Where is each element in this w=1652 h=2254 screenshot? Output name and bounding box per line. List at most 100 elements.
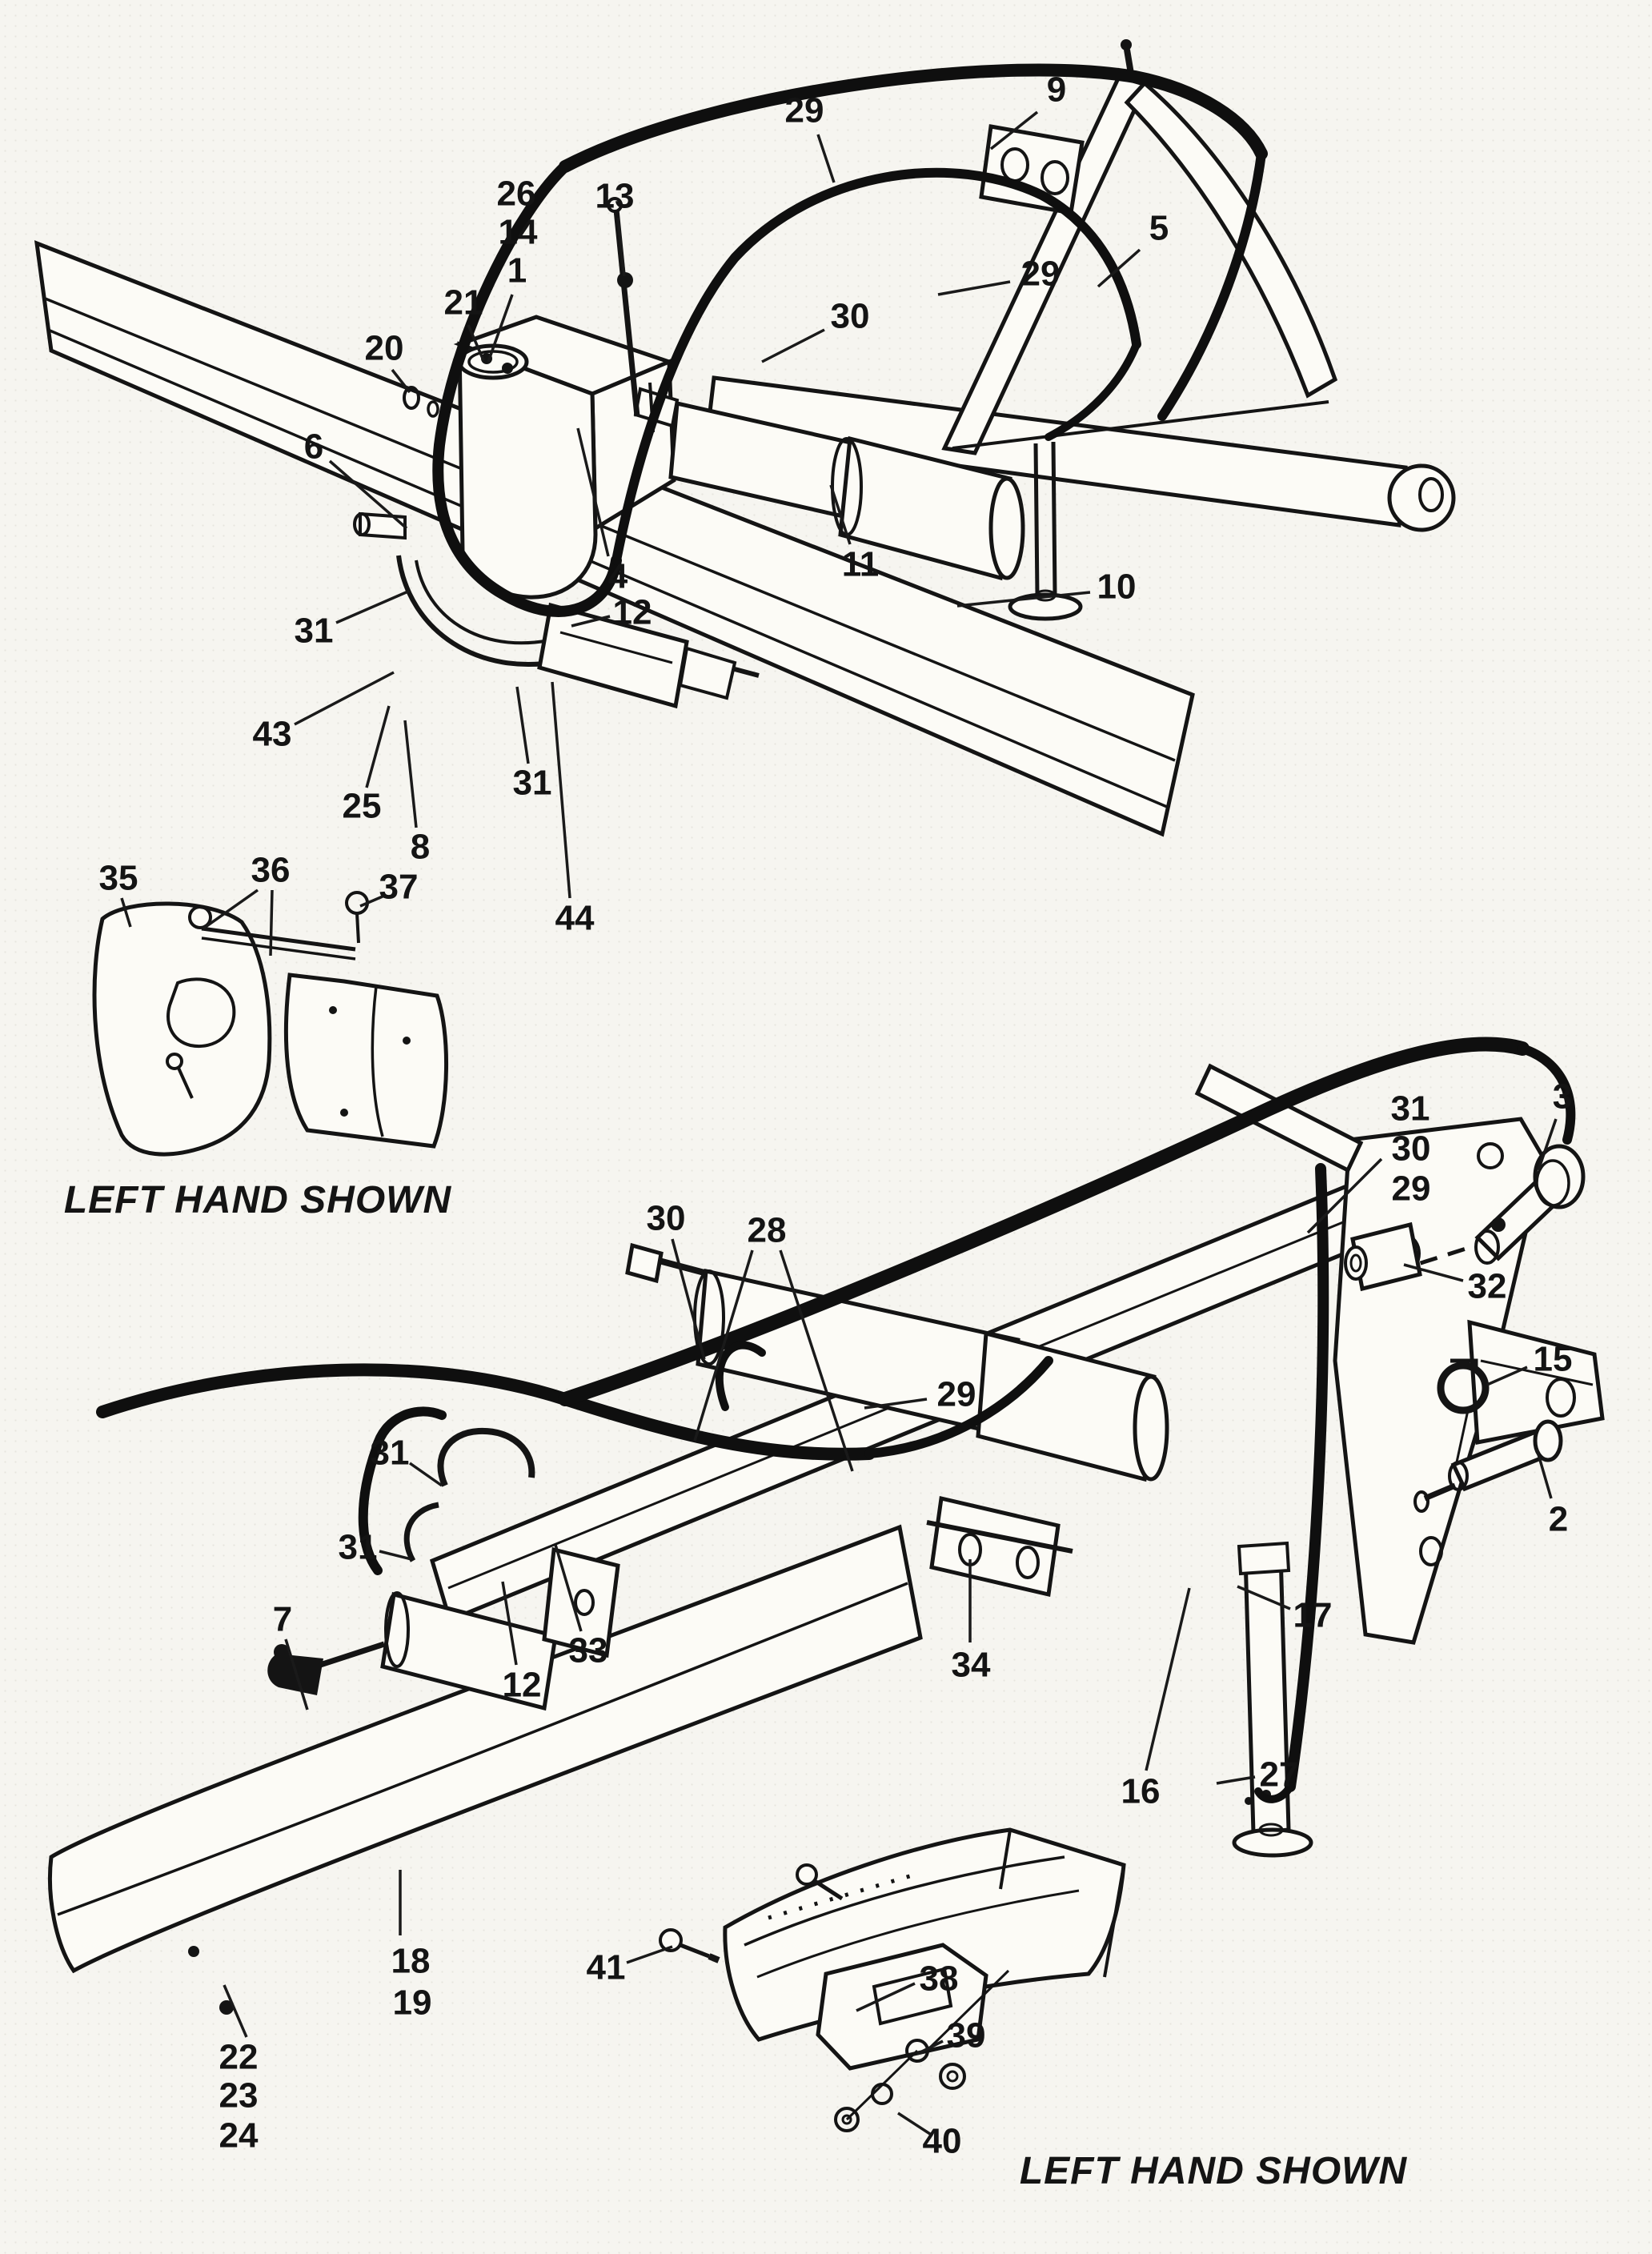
- callout-29: 29: [1392, 1169, 1431, 1209]
- callout-4: 4: [608, 557, 628, 596]
- callout-9: 9: [1047, 70, 1066, 110]
- hydraulic-hose: [371, 1406, 447, 1454]
- callout-41: 41: [587, 1948, 626, 1987]
- callout-3: 3: [1553, 1077, 1572, 1117]
- cradle-strap: [396, 555, 561, 667]
- leader-line: [1486, 1366, 1528, 1386]
- skid-shoe-inset-drawing: [659, 1827, 1126, 2132]
- butt-clevis: [929, 1495, 1061, 1598]
- leader-line: [403, 720, 418, 828]
- grease-port: [403, 386, 420, 410]
- leader-line: [335, 589, 411, 624]
- hex-nut: [939, 2063, 966, 2090]
- hydraulic-hose: [1285, 1163, 1329, 1792]
- hydraulic-hose: [715, 1341, 766, 1411]
- pivot-stub: [359, 511, 407, 540]
- leader-line: [269, 889, 274, 957]
- carriage-bolt: [796, 1863, 818, 1886]
- callout-34: 34: [952, 1646, 991, 1685]
- callout-2: 2: [1549, 1500, 1568, 1539]
- carriage-bolt: [659, 1928, 683, 1952]
- hydraulic-hose: [558, 1037, 1530, 1406]
- hydraulic-hose: [611, 167, 1141, 565]
- cylinder-rod-clevis: [625, 1242, 664, 1284]
- hydraulic-hose: [432, 161, 622, 617]
- hydraulic-hose: [358, 1444, 383, 1575]
- callout-29: 29: [937, 1375, 976, 1414]
- moldboard-blade: [47, 1524, 923, 1974]
- callout-25: 25: [343, 787, 382, 826]
- leader-line: [551, 681, 571, 899]
- leader-line: [779, 1249, 854, 1472]
- callout-10: 10: [1097, 568, 1137, 607]
- callout-30: 30: [647, 1199, 686, 1238]
- callout-22: 22: [219, 2038, 259, 2077]
- leader-line: [1537, 1118, 1558, 1171]
- wear-plate: [283, 973, 448, 1149]
- callout-15: 15: [1534, 1340, 1573, 1379]
- callout-43: 43: [253, 715, 292, 754]
- leader-line: [554, 1544, 583, 1632]
- callout-26: 26: [497, 174, 536, 214]
- callout-39: 39: [947, 2016, 986, 2055]
- leader-line: [501, 1581, 518, 1666]
- leader-line: [487, 294, 514, 363]
- leader-line: [916, 2039, 944, 2055]
- leader-line: [864, 1398, 928, 1410]
- tilt-link-body: [537, 602, 689, 709]
- callout-33: 33: [569, 1631, 608, 1670]
- callout-13: 13: [595, 177, 635, 216]
- lynch-pin-ring: [1437, 1362, 1490, 1414]
- callout-18: 18: [391, 1942, 431, 1981]
- leader-line: [937, 280, 1011, 296]
- skid-plate-inset-drawing: [92, 891, 448, 1157]
- callout-35: 35: [99, 859, 138, 898]
- leader-line: [989, 110, 1039, 150]
- leader-line: [294, 671, 395, 726]
- leader-line: [829, 484, 852, 545]
- callout-17: 17: [1293, 1596, 1333, 1635]
- callout-12: 12: [613, 593, 652, 632]
- leader-line: [626, 1945, 673, 1964]
- callout-27: 27: [1260, 1755, 1299, 1795]
- leader-line: [1403, 1263, 1464, 1282]
- leader-line: [1535, 1448, 1553, 1499]
- leader-line: [120, 897, 132, 928]
- leader-line: [1306, 1157, 1383, 1234]
- caption-bottom-inset: LEFT HAND SHOWN: [1020, 2150, 1408, 2192]
- callout-31: 31: [513, 764, 552, 803]
- hose-clamp-hook: [403, 1502, 439, 1562]
- leader-line: [223, 1984, 248, 2038]
- callout-44: 44: [555, 899, 595, 938]
- hydraulic-hose: [559, 63, 1268, 173]
- callout-19: 19: [393, 1983, 432, 2023]
- callout-32: 32: [1468, 1267, 1507, 1306]
- parking-stand: [1033, 441, 1057, 596]
- leader-line: [202, 888, 259, 930]
- leader-line: [379, 1550, 412, 1561]
- callout-40: 40: [923, 2122, 962, 2161]
- caption-top-inset: LEFT HAND SHOWN: [64, 1179, 452, 1221]
- callout-11: 11: [842, 545, 880, 584]
- a-frame-leg: [1194, 1063, 1364, 1173]
- hydraulic-hose: [864, 1356, 1053, 1458]
- callout-1: 1: [507, 251, 527, 291]
- leader-line: [856, 1982, 916, 2012]
- top-assembly-drawing: [34, 39, 1456, 837]
- callout-31: 31: [1391, 1089, 1430, 1129]
- leader-line: [897, 2112, 931, 2136]
- lock-washer: [871, 2083, 893, 2105]
- hydraulic-hose: [1045, 340, 1141, 441]
- leader-line: [616, 217, 626, 277]
- callout-16: 16: [1121, 1772, 1161, 1811]
- callout-21: 21: [444, 283, 483, 323]
- hose-clamp-hook: [437, 1427, 535, 1487]
- leader-line: [816, 134, 836, 183]
- callout-38: 38: [920, 1959, 959, 1999]
- hydraulic-hose: [96, 1363, 876, 1461]
- leader-line: [284, 1638, 309, 1711]
- leader-line: [328, 459, 408, 530]
- callout-7: 7: [273, 1600, 292, 1639]
